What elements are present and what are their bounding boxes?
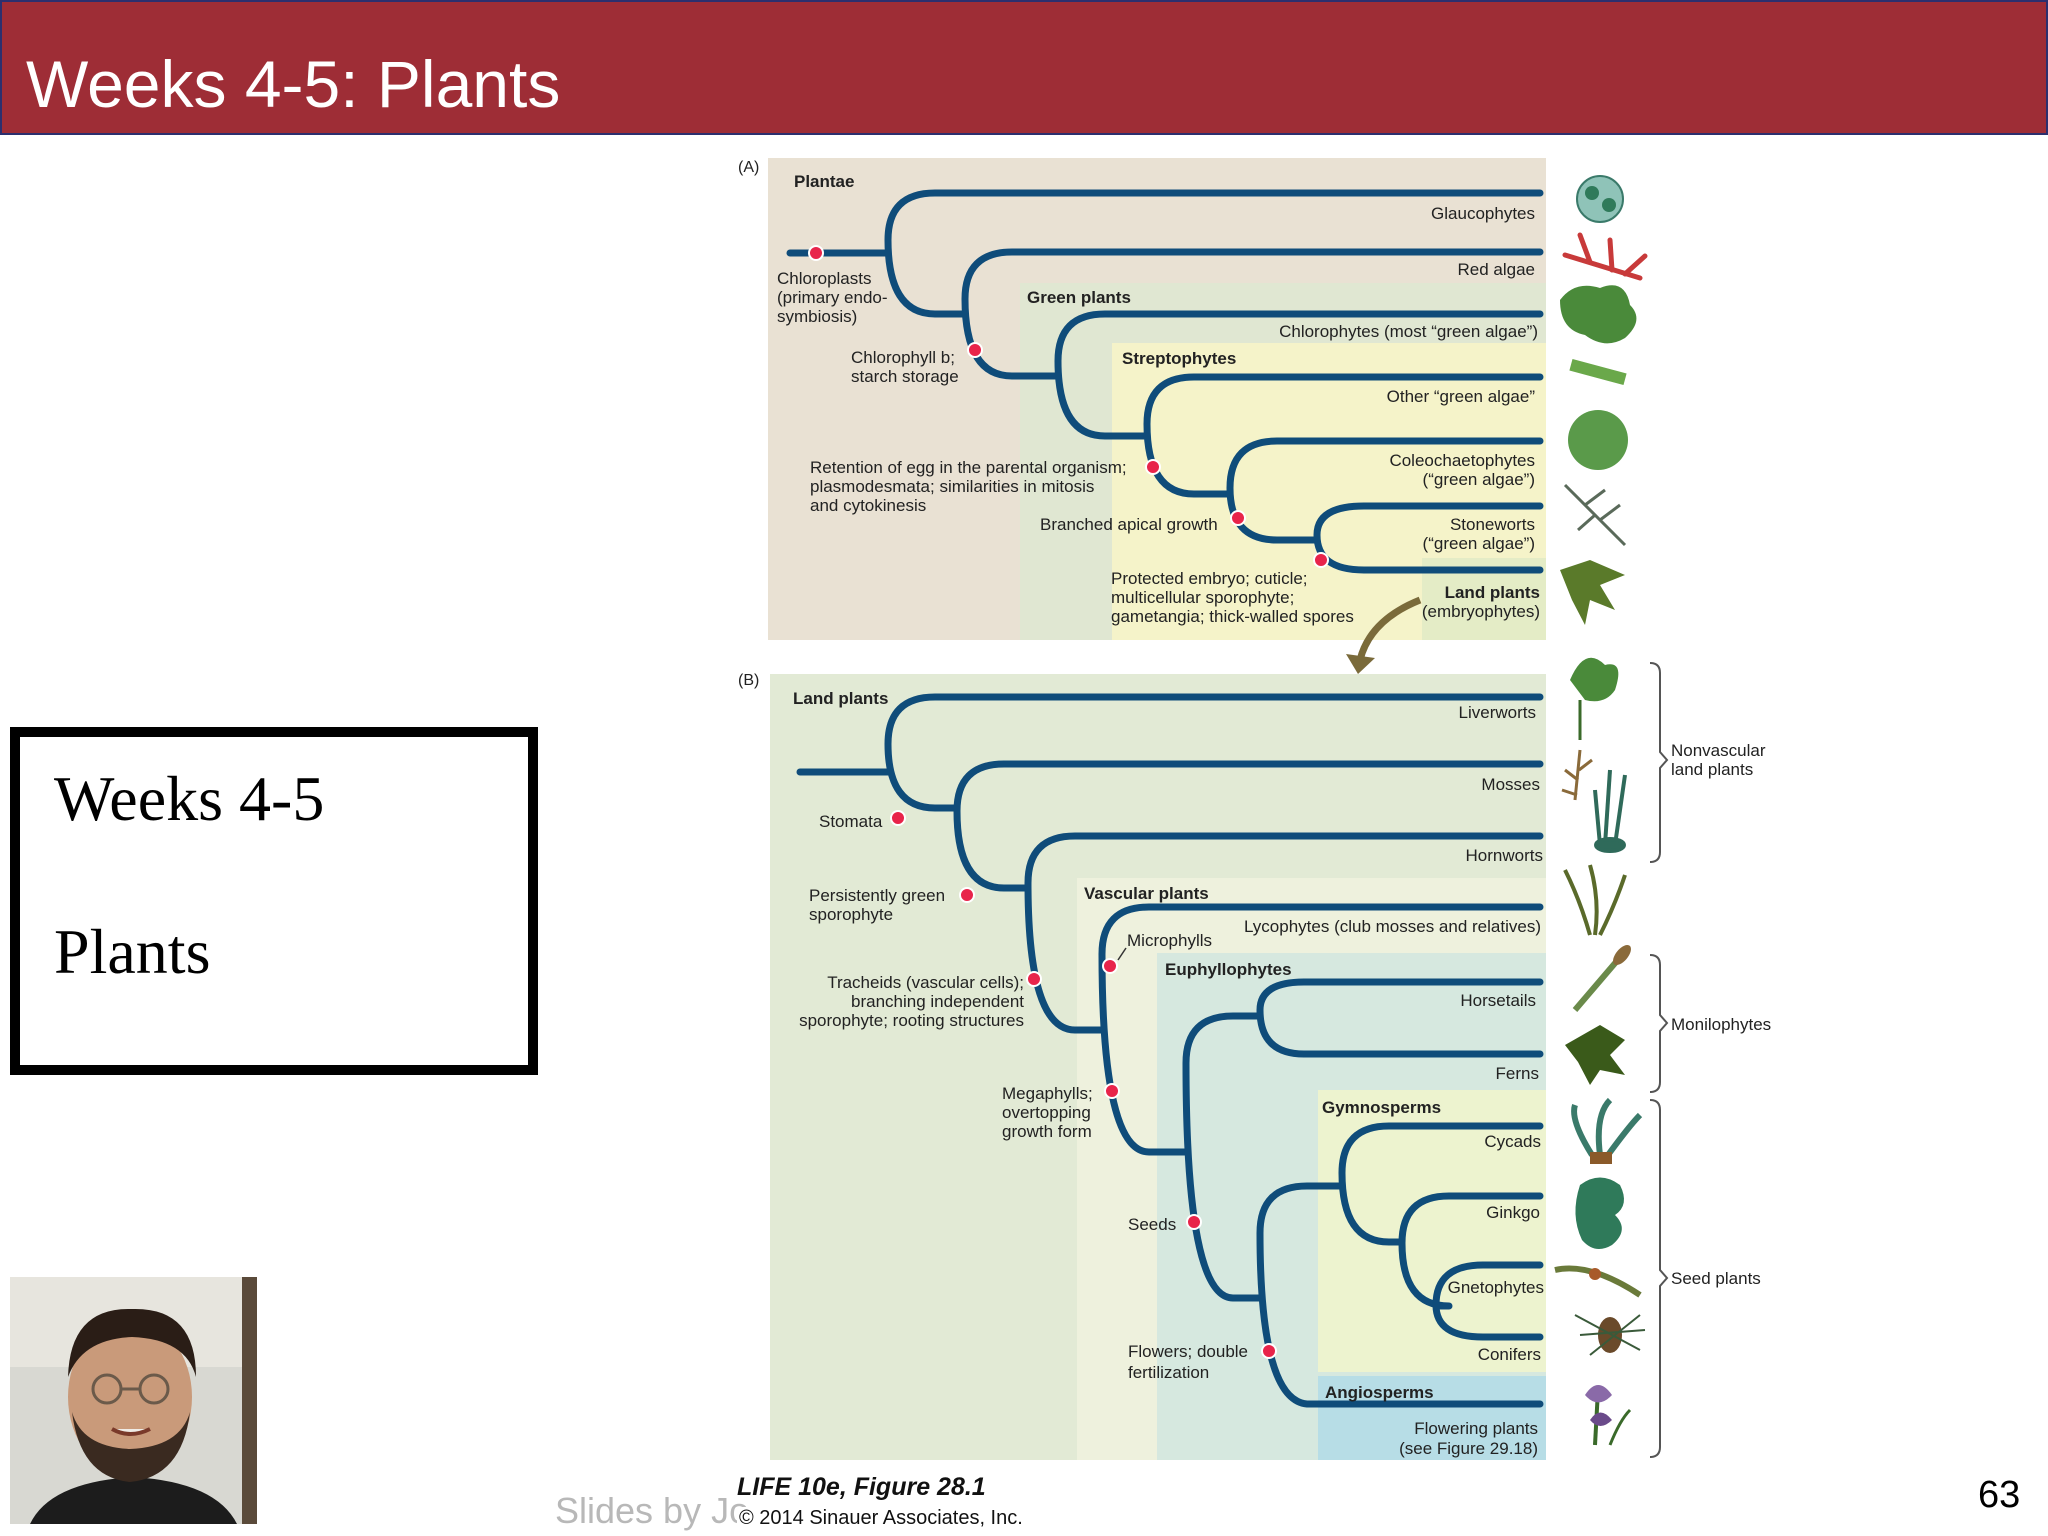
group-label-gymnosperms: Gymnosperms	[1322, 1098, 1441, 1117]
horsetail-icon	[1572, 945, 1631, 1012]
event-tracheids: Tracheids (vascular cells);branching ind…	[799, 973, 1024, 1030]
liverwort-icon	[1570, 657, 1619, 740]
panel-a-event-dots	[808, 245, 1329, 568]
club-moss-icon	[1563, 864, 1627, 936]
group-label-land-plants: Land plants	[793, 689, 888, 708]
coleochaete-icon	[1568, 410, 1628, 470]
stonewort-icon	[1563, 483, 1627, 547]
event-chloroplasts: Chloroplasts(primary endo-symbiosis)	[777, 269, 888, 326]
event-branched-apical-growth: Branched apical growth	[1040, 515, 1218, 534]
microphylls-leader	[1117, 947, 1127, 961]
panel-b-tree	[796, 693, 1544, 1408]
group-label-land-plants-a: Land plants(embryophytes)	[1422, 583, 1540, 621]
taxon-hornworts: Hornworts	[1466, 846, 1543, 865]
event-dot	[1145, 459, 1161, 475]
panel-b-icons	[1554, 657, 1646, 1446]
event-dot	[890, 810, 906, 826]
taxon-gnetophytes: Gnetophytes	[1448, 1278, 1544, 1297]
event-dot	[967, 342, 983, 358]
event-dot	[1104, 1083, 1120, 1099]
gnetophyte-icon	[1554, 1265, 1642, 1298]
group-label-streptophytes: Streptophytes	[1122, 349, 1236, 368]
hornwort-icon	[1593, 769, 1627, 853]
fern-frond-icon	[1560, 560, 1625, 625]
group-label-angiosperms: Angiosperms	[1325, 1383, 1434, 1402]
event-seeds: Seeds	[1128, 1215, 1176, 1234]
figure-caption-copyright: © 2014 Sinauer Associates, Inc.	[737, 1507, 1023, 1530]
ginkgo-icon	[1575, 1177, 1624, 1249]
event-dot	[1261, 1343, 1277, 1359]
red-alga-icon	[1562, 232, 1648, 281]
instructor-photo	[10, 1277, 257, 1524]
bracket-nonvascular	[1649, 662, 1669, 863]
event-dot	[1102, 958, 1118, 974]
event-protected-embryo: Protected embryo; cuticle;multicellular …	[1111, 569, 1354, 626]
panel-b-event-dots	[890, 810, 1277, 1359]
taxon-lycophytes: Lycophytes (club mosses and relatives)	[1244, 917, 1541, 936]
event-dot	[1186, 1214, 1202, 1230]
title-box: Weeks 4-5 Plants	[10, 727, 538, 1075]
bracket-label-monilophytes: Monilophytes	[1671, 1015, 1771, 1034]
panel-a-icons	[1560, 175, 1648, 625]
slide-title: Weeks 4-5: Plants	[26, 47, 561, 121]
taxon-coleochaetophytes: Coleochaetophytes(“green algae”)	[1389, 451, 1535, 489]
taxon-cycads: Cycads	[1484, 1132, 1541, 1151]
panel-b-brackets	[1649, 662, 1669, 1458]
event-dot	[1313, 552, 1329, 568]
event-dot	[1026, 971, 1042, 987]
taxon-ginkgo: Ginkgo	[1486, 1203, 1540, 1222]
taxon-flowering-plants: Flowering plants(see Figure 29.18)	[1399, 1419, 1538, 1458]
group-label-vascular-plants: Vascular plants	[1084, 884, 1209, 903]
green-alga-filament-icon	[1569, 358, 1627, 386]
title-box-line2: Plants	[54, 916, 211, 987]
group-label-green-plants: Green plants	[1027, 288, 1131, 307]
event-dot	[1230, 510, 1246, 526]
taxon-liverworts: Liverworts	[1459, 703, 1536, 722]
bracket-seed-plants	[1649, 1099, 1669, 1458]
panel-arrow	[1356, 596, 1422, 661]
taxon-horsetails: Horsetails	[1460, 991, 1536, 1010]
taxon-red-algae: Red algae	[1457, 260, 1535, 279]
chlorophyte-icon	[1560, 285, 1637, 344]
taxon-chlorophytes: Chlorophytes (most “green algae”)	[1279, 322, 1538, 341]
panel-a-tree	[786, 189, 1544, 574]
taxon-stoneworts: Stoneworts(“green algae”)	[1423, 515, 1535, 553]
angiosperms-region	[1318, 1376, 1546, 1460]
iris-flower-icon	[1585, 1385, 1632, 1446]
page-number: 63	[1978, 1474, 2021, 1516]
figure-caption-title: LIFE 10e, Figure 28.1	[737, 1473, 986, 1501]
taxon-glaucophytes: Glaucophytes	[1431, 204, 1535, 223]
event-dot	[959, 887, 975, 903]
event-chlorophyll-b: Chlorophyll b;starch storage	[851, 348, 959, 386]
panel-b-label: (B)	[738, 672, 759, 689]
event-microphylls: Microphylls	[1127, 931, 1212, 950]
slide-header: Weeks 4-5: Plants	[0, 0, 2048, 135]
conifer-cone-icon	[1574, 1314, 1646, 1356]
title-box-line1: Weeks 4-5	[54, 763, 325, 834]
taxon-mosses: Mosses	[1481, 775, 1540, 794]
event-stomata: Stomata	[819, 812, 883, 831]
fern-icon	[1565, 1025, 1625, 1085]
taxon-other-green-algae: Other “green algae”	[1387, 387, 1536, 406]
bracket-monilophytes	[1649, 954, 1669, 1093]
event-dot	[808, 245, 824, 261]
group-label-plantae: Plantae	[794, 172, 854, 191]
slides-credit: Slides by Jo	[555, 1490, 750, 1531]
taxon-ferns: Ferns	[1496, 1064, 1539, 1083]
moss-icon	[1561, 749, 1593, 801]
panel-a-label: (A)	[738, 159, 759, 176]
bracket-label-seed-plants: Seed plants	[1671, 1269, 1761, 1288]
taxon-conifers: Conifers	[1478, 1345, 1541, 1364]
event-retention-of-egg: Retention of egg in the parental organis…	[810, 458, 1127, 515]
glaucophyte-icon	[1576, 175, 1624, 223]
cycad-icon	[1571, 1097, 1643, 1164]
panel-arrow-head	[1346, 654, 1375, 674]
group-label-euphyllophytes: Euphyllophytes	[1165, 960, 1292, 979]
